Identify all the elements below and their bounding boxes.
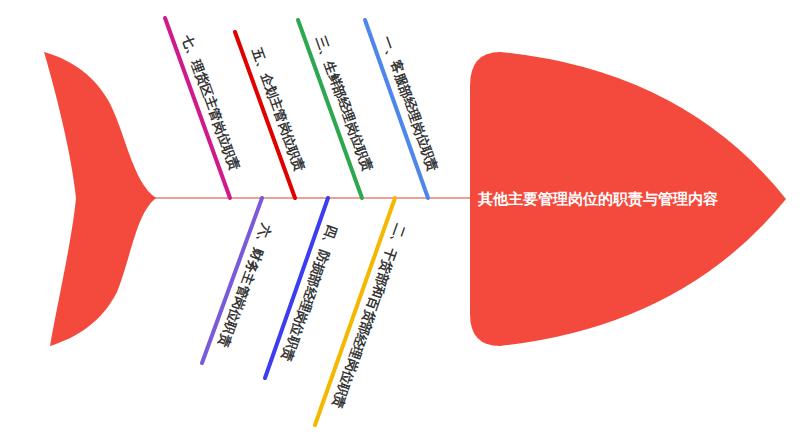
- spine-line: [150, 197, 472, 198]
- bone-label: 三、生鲜部经理岗位职责: [311, 34, 376, 175]
- bone-label: 四、防损部经理岗位职责: [278, 222, 342, 363]
- fish-tail: [44, 52, 156, 346]
- bone-label: 七、理货区主管岗位职责: [178, 33, 243, 174]
- bone-label: 一、客服部经理岗位职责: [377, 34, 442, 175]
- fish-head: 其他主要管理岗位的职责与管理内容: [468, 50, 790, 348]
- head-outline: [470, 52, 786, 346]
- head-title: 其他主要管理岗位的职责与管理内容: [478, 190, 718, 209]
- bone-label: 二、干货部和百货部经理岗位职责: [327, 221, 409, 411]
